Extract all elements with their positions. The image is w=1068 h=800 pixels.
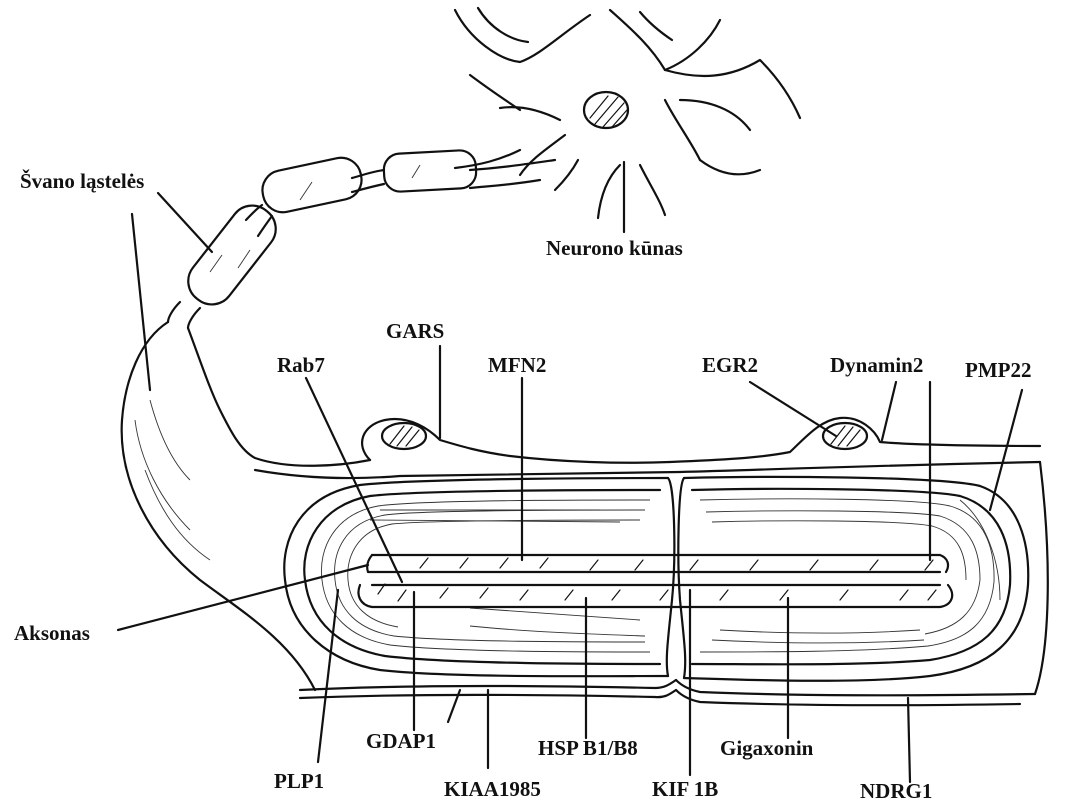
schwann-nucleus-right [823,423,867,449]
label-schwann-cells: Švano ląstelės [20,169,144,193]
label-kif1b: KIF 1B [652,777,718,800]
leader-plp1 [318,590,338,762]
neuron-cell-body [455,8,800,218]
leader-axon [118,565,368,630]
label-ndrg1: NDRG1 [860,779,932,800]
node-of-ranvier-left-edge [667,478,675,676]
leader-schwann-1 [158,193,212,252]
label-axon: Aksonas [14,621,90,645]
label-gigaxonin: Gigaxonin [720,736,814,760]
label-plp1: PLP1 [274,769,324,793]
label-gars: GARS [386,319,444,343]
leader-dynamin2 [882,382,896,440]
node-of-ranvier-right-edge [678,478,685,678]
leader-ndrg1 [908,698,910,782]
schwann-cell-outer [122,322,1040,690]
label-egr2: EGR2 [702,353,758,377]
label-dynamin2: Dynamin2 [830,353,923,377]
schwann-cell-chain [168,150,555,328]
label-mfn2: MFN2 [488,353,546,377]
label-hspb: HSP B1/B8 [538,736,638,760]
label-rab7: Rab7 [277,353,325,377]
label-neuron-body: Neurono kūnas [546,236,683,260]
leader-rab7 [306,378,402,582]
leader-pmp22 [990,390,1022,510]
myelin-sheath-right [684,477,1028,681]
label-pmp22: PMP22 [965,358,1031,382]
label-gdap1: GDAP1 [366,729,436,753]
myelin-sheath-left [284,478,668,676]
schwann-nucleus-left [382,423,426,449]
label-kiaa1985: KIAA1985 [444,777,541,800]
leader-egr2 [750,382,836,436]
axon [359,555,953,607]
